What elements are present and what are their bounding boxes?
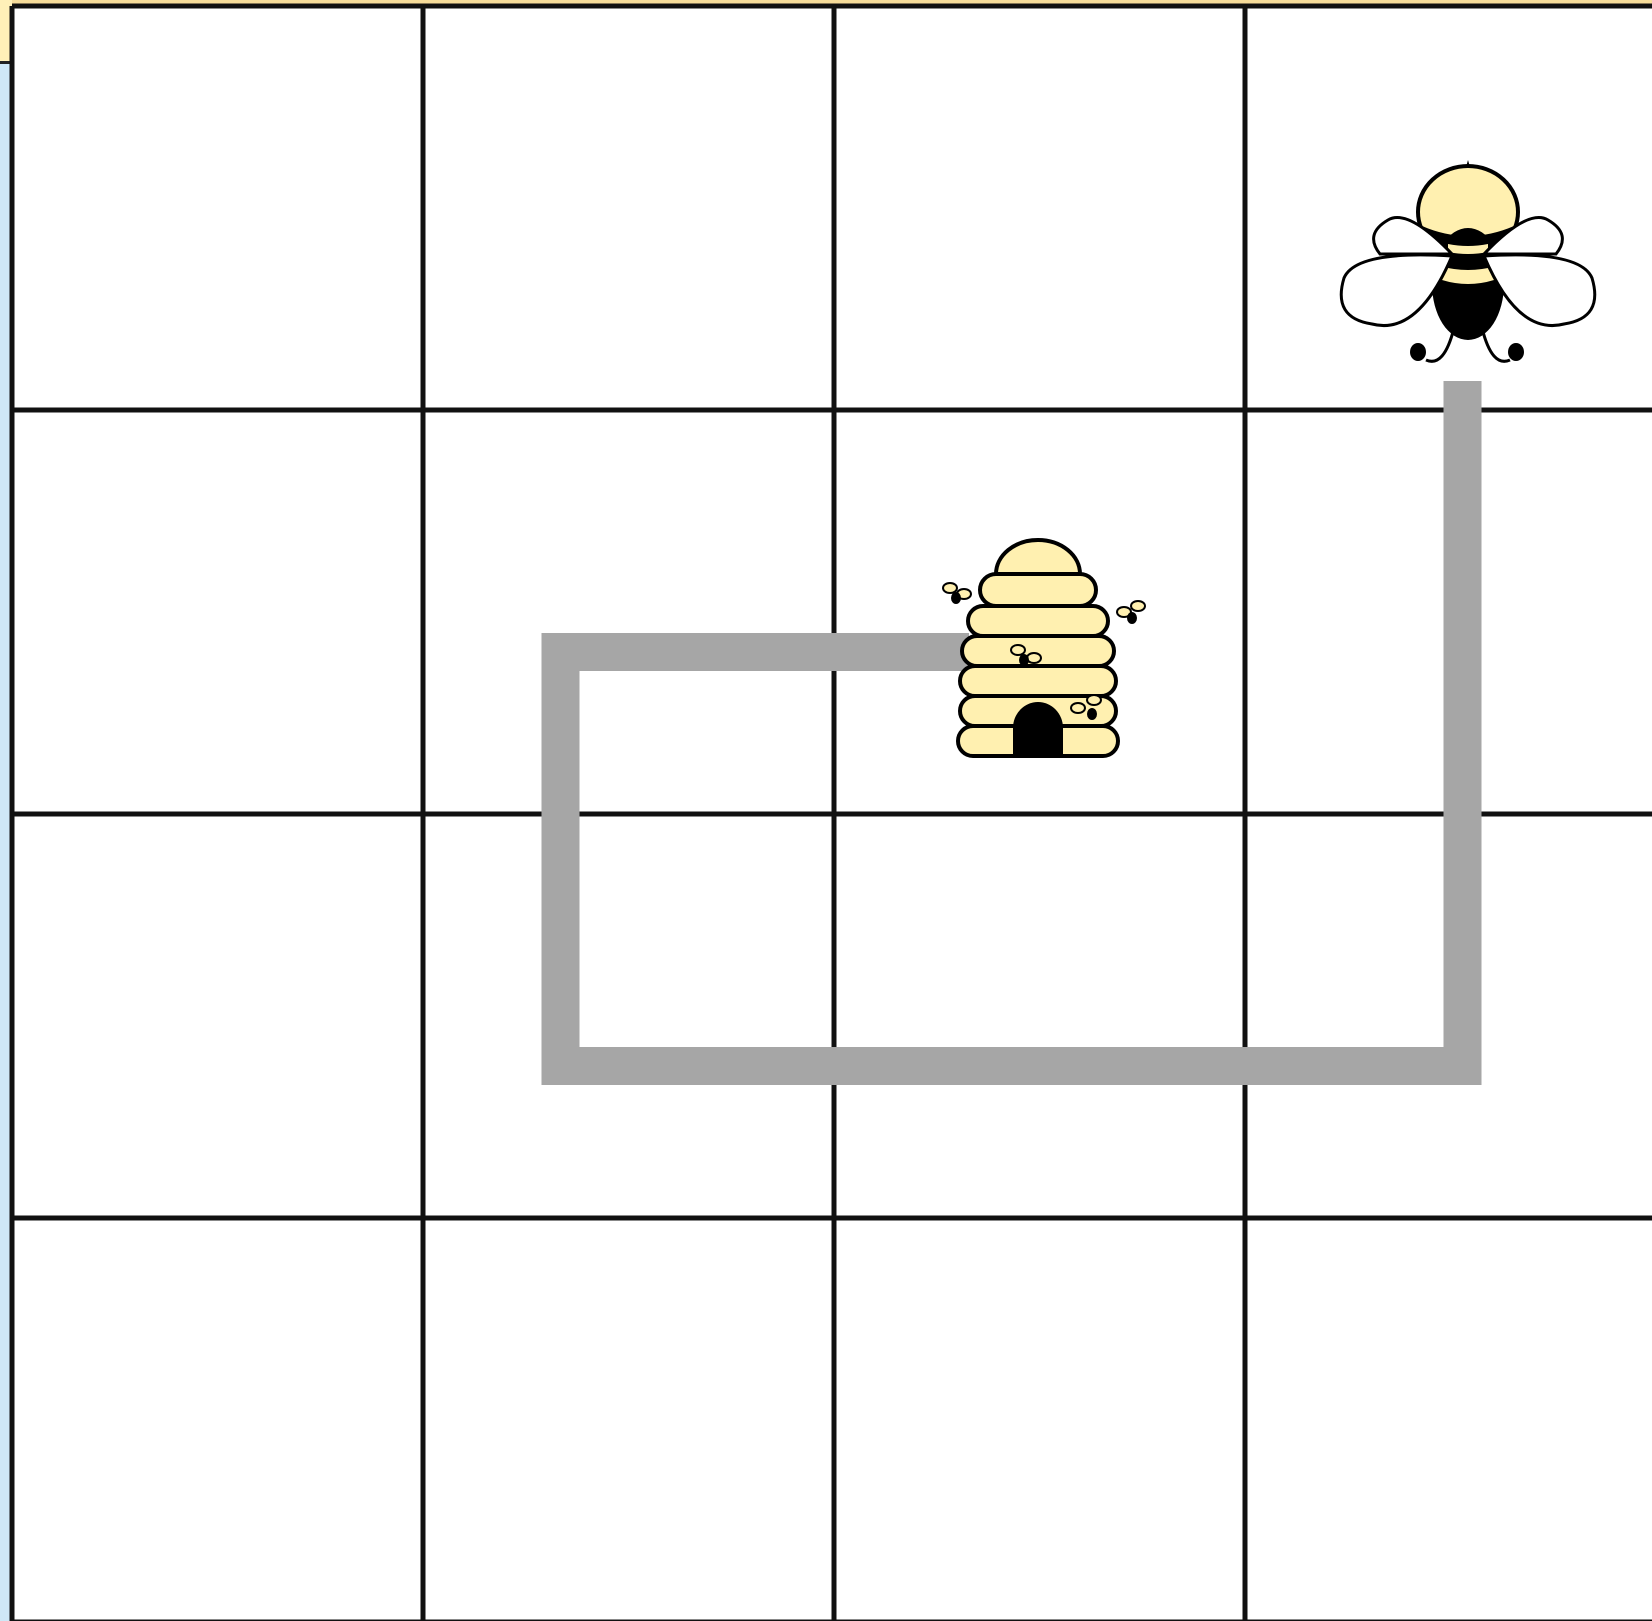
grid-cell[interactable] xyxy=(423,1218,834,1621)
grid-cell[interactable] xyxy=(12,410,423,814)
grid-cell[interactable] xyxy=(423,814,834,1218)
grid-cell[interactable] xyxy=(423,410,834,814)
grid-cell[interactable] xyxy=(1245,1218,1652,1621)
grid-cell[interactable] xyxy=(423,6,834,410)
grid-cell[interactable] xyxy=(12,814,423,1218)
grid-cell[interactable] xyxy=(834,6,1245,410)
grid-cell[interactable] xyxy=(12,6,423,410)
grid-cell[interactable] xyxy=(834,814,1245,1218)
grid-cell[interactable] xyxy=(834,1218,1245,1621)
grid-cell[interactable] xyxy=(12,1218,423,1621)
